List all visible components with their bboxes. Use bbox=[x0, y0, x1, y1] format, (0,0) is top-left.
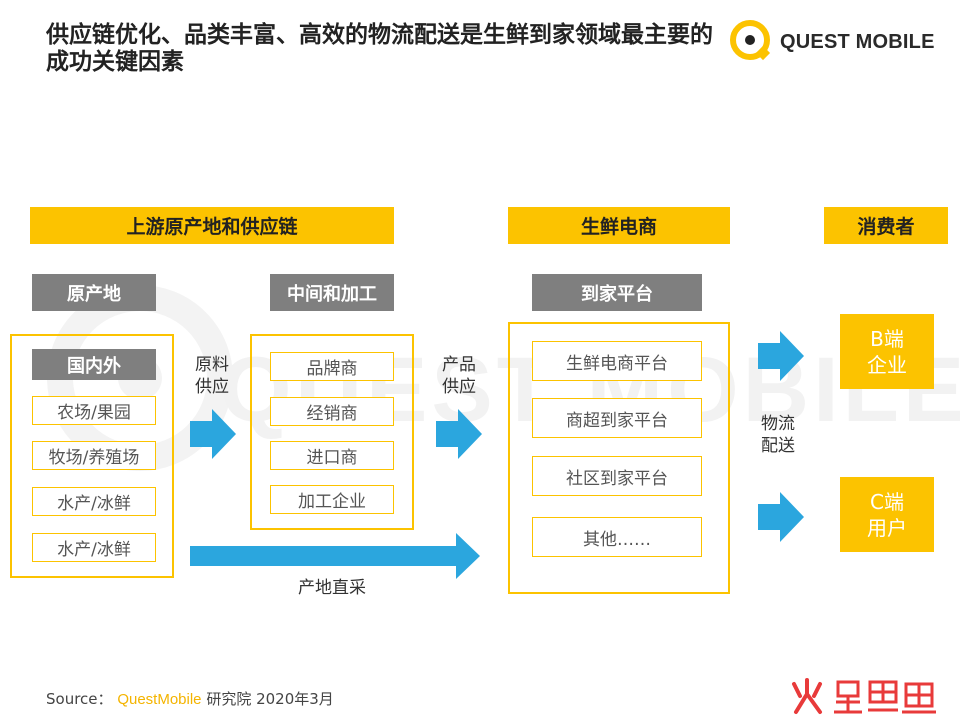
logistics-line2: 配送 bbox=[761, 436, 795, 456]
platform-item: 社区到家平台 bbox=[532, 456, 702, 496]
source-prefix: Source： bbox=[46, 690, 113, 708]
middle-item: 加工企业 bbox=[270, 485, 394, 514]
origin-frame bbox=[10, 334, 174, 578]
source-brand: QuestMobile bbox=[117, 691, 202, 708]
middle-item: 经销商 bbox=[270, 397, 394, 426]
platform-frame bbox=[508, 322, 730, 594]
origin-item: 牧场/养殖场 bbox=[32, 441, 156, 470]
direct-purchase-arrow bbox=[190, 533, 480, 579]
b-end-arrow bbox=[758, 331, 804, 381]
questmobile-logo-icon bbox=[730, 20, 771, 61]
corner-logo-mark bbox=[792, 678, 936, 714]
c-end-line2: 用户 bbox=[867, 515, 907, 540]
questmobile-logo: QUEST MOBILE bbox=[726, 14, 936, 70]
b-end-line2: 企业 bbox=[867, 352, 907, 377]
b-end-box: B端 企业 bbox=[840, 314, 934, 389]
origin-header: 原产地 bbox=[32, 274, 156, 311]
raw-supply-line1: 原料 bbox=[195, 355, 229, 375]
raw-supply-arrow bbox=[190, 409, 236, 459]
middle-item: 进口商 bbox=[270, 441, 394, 470]
ecommerce-header: 生鲜电商 bbox=[508, 207, 730, 244]
product-supply-label: 产品 供应 bbox=[432, 354, 486, 398]
logistics-line1: 物流 bbox=[761, 414, 795, 434]
origin-sub-header: 国内外 bbox=[32, 349, 156, 380]
source-rest: 研究院 2020年3月 bbox=[206, 690, 334, 708]
consumer-header: 消费者 bbox=[824, 207, 948, 244]
origin-item: 农场/果园 bbox=[32, 396, 156, 425]
platform-item: 其他…… bbox=[532, 517, 702, 557]
product-supply-line1: 产品 bbox=[442, 355, 476, 375]
origin-item: 水产/冰鲜 bbox=[32, 533, 156, 562]
b-end-line1: B端 bbox=[870, 326, 904, 351]
middle-item: 品牌商 bbox=[270, 352, 394, 381]
c-end-arrow bbox=[758, 492, 804, 542]
source-line: Source： QuestMobile 研究院 2020年3月 bbox=[46, 688, 334, 709]
c-end-line1: C端 bbox=[870, 489, 904, 514]
page-title: 供应链优化、品类丰富、高效的物流配送是生鲜到家领域最主要的成功关键因素 bbox=[46, 22, 713, 75]
questmobile-logo-text: QUEST MOBILE bbox=[780, 31, 935, 53]
c-end-box: C端 用户 bbox=[840, 477, 934, 552]
platform-item: 商超到家平台 bbox=[532, 398, 702, 438]
origin-item: 水产/冰鲜 bbox=[32, 487, 156, 516]
corner-logo bbox=[790, 676, 940, 716]
direct-purchase-label: 产地直采 bbox=[298, 578, 366, 598]
product-supply-arrow bbox=[436, 409, 482, 459]
middle-frame bbox=[250, 334, 414, 530]
logistics-label: 物流 配送 bbox=[750, 413, 806, 457]
raw-supply-line2: 供应 bbox=[195, 377, 229, 397]
raw-supply-label: 原料 供应 bbox=[186, 354, 238, 398]
product-supply-line2: 供应 bbox=[442, 377, 476, 397]
platform-item: 生鲜电商平台 bbox=[532, 341, 702, 381]
platform-header: 到家平台 bbox=[532, 274, 702, 311]
upstream-header: 上游原产地和供应链 bbox=[30, 207, 394, 244]
middle-header: 中间和加工 bbox=[270, 274, 394, 311]
